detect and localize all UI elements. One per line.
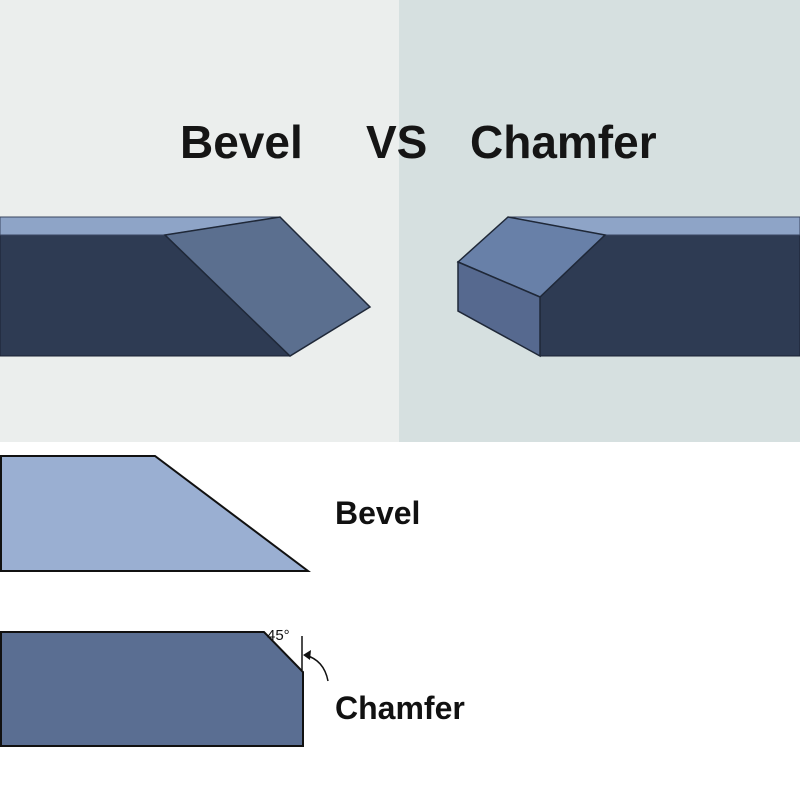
chamfer-bar-end-face — [457, 260, 541, 358]
vs-heading: VS — [366, 116, 428, 168]
chamfer-heading: Chamfer — [470, 116, 657, 168]
bevel-profile-label: Bevel — [335, 495, 421, 531]
chamfer-profile-shape — [0, 631, 304, 747]
chamfer-angle-arrow — [304, 654, 329, 682]
chamfer-profile-label: Chamfer — [335, 690, 465, 726]
chamfer-angle-arrowhead-icon — [303, 650, 311, 660]
bevel-bar-bevel-face — [163, 216, 372, 357]
bevel-profile-shape — [0, 455, 311, 572]
chamfer-3d-bar — [456, 216, 800, 358]
chamfer-angle-label: 45° — [267, 627, 290, 644]
bevel-3d-bar — [0, 216, 372, 357]
bevel-heading: Bevel — [180, 116, 303, 168]
